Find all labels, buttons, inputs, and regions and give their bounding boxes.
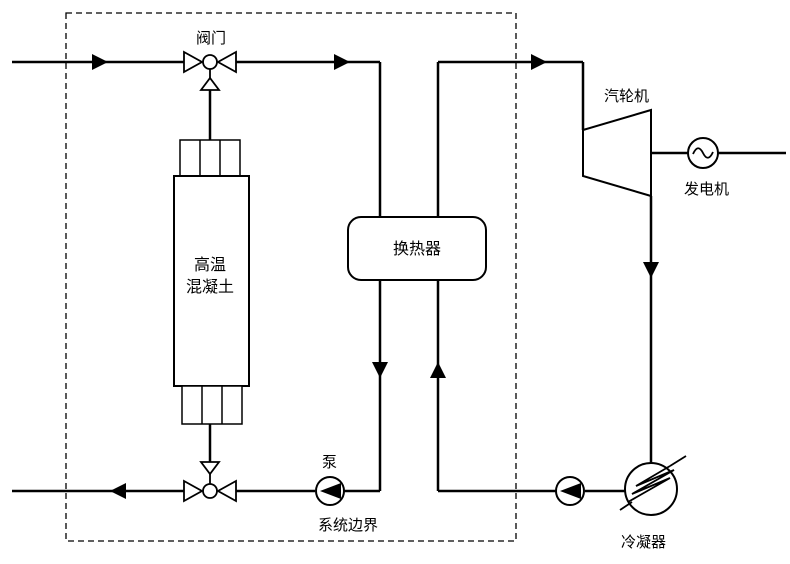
valve-label: 阀门: [196, 29, 226, 47]
concrete-label-line2: 混凝土: [186, 277, 234, 296]
left-pump: [315, 476, 345, 506]
concrete-bottom-fins: [181, 385, 243, 425]
generator-label: 发电机: [684, 180, 729, 198]
top-valve: [183, 50, 237, 91]
heat-exchanger-label: 换热器: [393, 239, 441, 258]
exhaust-flow-arrow: [643, 262, 659, 278]
steam-turbine: [582, 108, 652, 198]
concrete-top-fins: [179, 139, 241, 177]
inlet-flow-arrow: [92, 54, 108, 70]
system-boundary-box: [65, 12, 517, 542]
condenser: [619, 455, 687, 516]
condenser-label: 冷凝器: [621, 533, 666, 551]
pump-label: 泵: [322, 453, 337, 471]
hx-outlet-arrow: [372, 362, 388, 378]
generator: [687, 137, 719, 169]
turbine-label: 汽轮机: [604, 87, 649, 105]
steam-flow-arrow: [531, 54, 547, 70]
hx-return-arrow: [430, 362, 446, 378]
right-pump: [555, 476, 585, 506]
heat-exchanger: [347, 216, 487, 281]
top-supply-arrow: [334, 54, 350, 70]
system-boundary-label: 系统边界: [318, 516, 378, 534]
concrete-label-line1: 高温: [194, 255, 226, 274]
bottom-valve: [183, 461, 237, 503]
outlet-flow-arrow: [110, 483, 126, 499]
